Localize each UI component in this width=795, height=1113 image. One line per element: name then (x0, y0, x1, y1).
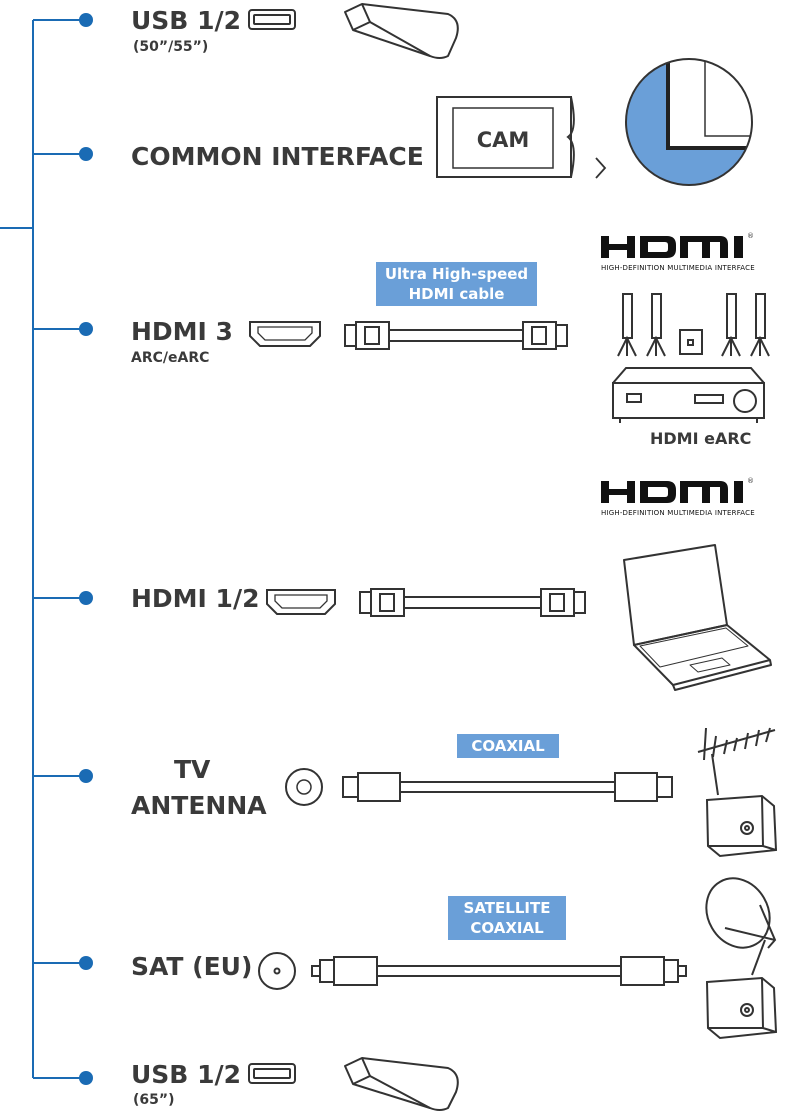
hdmi-earc-caption: HDMI eARC (650, 429, 752, 448)
usb-bottom-label: USB 1/2 (131, 1060, 241, 1089)
tv-antenna-label-line1: TV (174, 755, 211, 784)
usb-top-sublabel: (50”/55”) (133, 39, 209, 55)
hdmi3-cable-line2: HDMI cable (408, 285, 505, 303)
hdmi3-label: HDMI 3 (131, 317, 233, 346)
laptop-icon (623, 544, 772, 691)
satellite-coaxial-badge: SATELLITE COAXIAL (448, 896, 566, 940)
coax-cable-icon (342, 772, 673, 802)
sat-label: SAT (EU) (131, 952, 253, 981)
usb-port-icon (248, 1063, 296, 1084)
coax-port-icon (258, 952, 296, 990)
hdmi-cable-icon (359, 588, 586, 617)
speaker-icon (617, 293, 770, 357)
cam-module-icon (436, 96, 607, 179)
coax-cable-icon (311, 956, 687, 986)
wall-socket-icon (705, 976, 778, 1040)
hdmi3-sublabel: ARC/eARC (131, 350, 210, 366)
bus-dots (79, 13, 93, 1085)
hdmi-logo-icon (601, 236, 743, 258)
usb-stick-icon (344, 3, 459, 59)
receiver-icon (612, 367, 765, 423)
wall-socket-icon (705, 794, 778, 858)
hdmi3-cable-line1: Ultra High-speed (384, 265, 529, 283)
hdmi-port-icon (249, 321, 321, 347)
usb-bottom-sublabel: (65”) (133, 1092, 175, 1108)
cam-label: CAM (476, 128, 530, 152)
hdmi-logo-tagline: HIGH-DEFINITION MULTIMEDIA INTERFACE (601, 264, 755, 272)
usb-port-icon (248, 9, 296, 30)
bus-line (0, 19, 86, 1079)
satellite-dish-icon (705, 877, 777, 976)
hdmi-logo-tagline: HIGH-DEFINITION MULTIMEDIA INTERFACE (601, 509, 755, 517)
hdmi-cable-icon (344, 321, 568, 350)
tv-antenna-label-line2: ANTENNA (131, 791, 267, 820)
registered-mark: ® (747, 477, 754, 485)
hdmi3-cable-badge: Ultra High-speed HDMI cable (376, 262, 537, 306)
hdmi12-label: HDMI 1/2 (131, 584, 260, 613)
usb-top-label: USB 1/2 (131, 6, 241, 35)
coax-port-icon (285, 768, 323, 806)
sat-cable-line2: COAXIAL (470, 919, 544, 937)
cam-zoom-icon (625, 58, 753, 186)
common-interface-label: COMMON INTERFACE (131, 142, 424, 171)
registered-mark: ® (747, 232, 754, 240)
hdmi-port-icon (266, 589, 336, 615)
usb-stick-icon (344, 1057, 459, 1111)
coaxial-badge: COAXIAL (457, 734, 559, 758)
hdmi-logo-icon (601, 481, 743, 503)
sat-cable-line1: SATELLITE (463, 899, 551, 917)
tv-aerial-icon (697, 727, 776, 796)
